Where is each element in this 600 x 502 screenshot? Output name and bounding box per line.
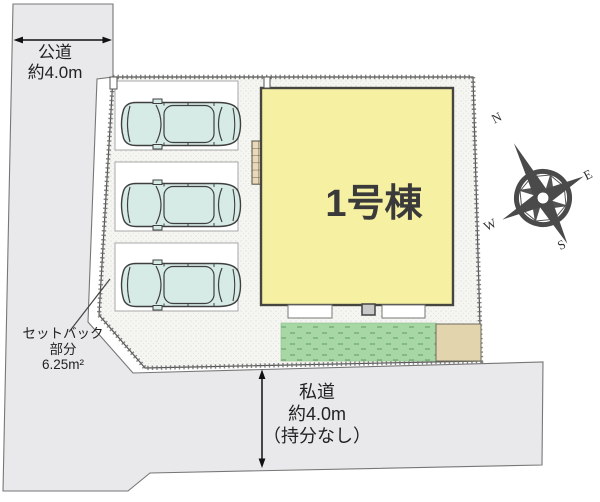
setback-area: 6.25m² xyxy=(41,357,85,372)
compass-rose-icon xyxy=(502,143,584,244)
car-top-view-icon xyxy=(120,98,242,150)
step-right xyxy=(381,304,426,319)
private-road-width: 約4.0m xyxy=(287,404,347,424)
car-top-view-icon xyxy=(120,179,242,231)
private-road-note: （持分なし） xyxy=(263,426,371,446)
utility-box xyxy=(361,303,376,316)
public-road-width: 約4.0m xyxy=(27,63,83,82)
setback-line1: セットバック xyxy=(22,326,104,341)
public-road-label: 公道 約4.0m xyxy=(5,43,105,83)
boundary-post xyxy=(109,76,118,90)
lawn-area xyxy=(280,322,437,362)
setback-leader-line xyxy=(68,278,111,333)
private-road-dimension-arrow xyxy=(258,369,266,468)
road-area xyxy=(2,3,544,492)
setback-label: セットバック 部分 6.25m² xyxy=(8,326,118,373)
public-road-name: 公道 xyxy=(38,43,72,62)
terrace-pad xyxy=(435,323,482,362)
public-road-dimension-arrow xyxy=(13,36,112,44)
car-top-view-icon xyxy=(120,259,242,311)
setback-line2: 部分 xyxy=(49,341,77,357)
step-left xyxy=(287,304,333,319)
private-road-label: 私道 約4.0m （持分なし） xyxy=(247,381,387,447)
building-label: 1号棟 xyxy=(325,183,423,225)
private-road-name: 私道 xyxy=(299,382,335,402)
building-outline xyxy=(259,86,455,307)
parking-area xyxy=(114,80,242,312)
boundary-post xyxy=(263,76,271,89)
